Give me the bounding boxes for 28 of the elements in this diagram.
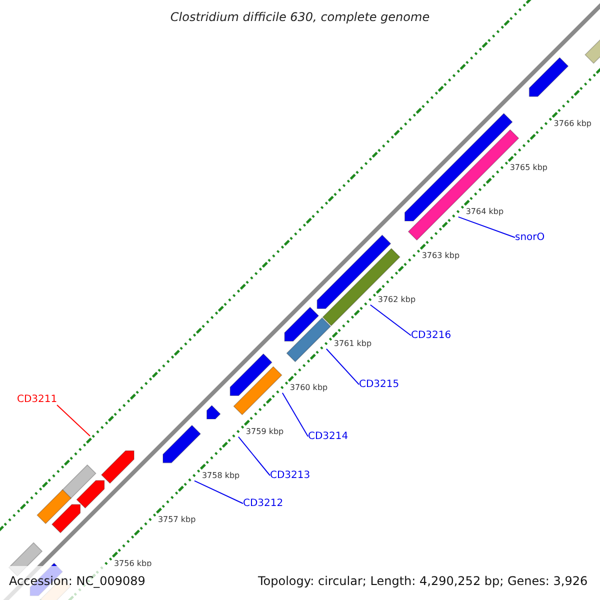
tick-label: 3757 kbp — [158, 514, 196, 524]
gene-label: CD3211 — [17, 394, 58, 405]
tick-label: 3760 kbp — [290, 382, 328, 392]
leader-line — [194, 480, 244, 504]
tick-label: 3766 kbp — [554, 118, 592, 128]
gene-label: CD3214 — [308, 431, 348, 442]
genome-info-text: Topology: circular; Length: 4,290,252 bp; Genes: 3,926 — [258, 574, 588, 588]
gene-label: CD3215 — [359, 379, 400, 390]
leader-line — [370, 304, 412, 336]
tick-label: 3759 kbp — [246, 426, 284, 436]
tick-label: 3758 kbp — [202, 470, 240, 480]
leader-line — [458, 216, 516, 238]
leader-line — [282, 392, 308, 437]
tick-label: 3764 kbp — [466, 206, 504, 216]
tick-label: 3762 kbp — [378, 294, 416, 304]
leader-line — [326, 348, 360, 385]
leader-line — [56, 404, 90, 436]
accession-text: Accession: NC_009089 — [9, 574, 146, 588]
tick-label: 3761 kbp — [334, 338, 372, 348]
tick-label: 3765 kbp — [510, 162, 548, 172]
gene-label: CD3212 — [243, 498, 284, 509]
title: Clostridium difficile 630, complete genome — [169, 10, 431, 24]
gene-label: CD3213 — [270, 470, 310, 481]
leader-line — [238, 436, 270, 476]
gene-label: CD3216 — [411, 330, 452, 341]
tick-label: 3756 kbp — [114, 558, 152, 568]
gene-label: snorO — [515, 232, 545, 243]
tick-label: 3763 kbp — [422, 250, 460, 260]
